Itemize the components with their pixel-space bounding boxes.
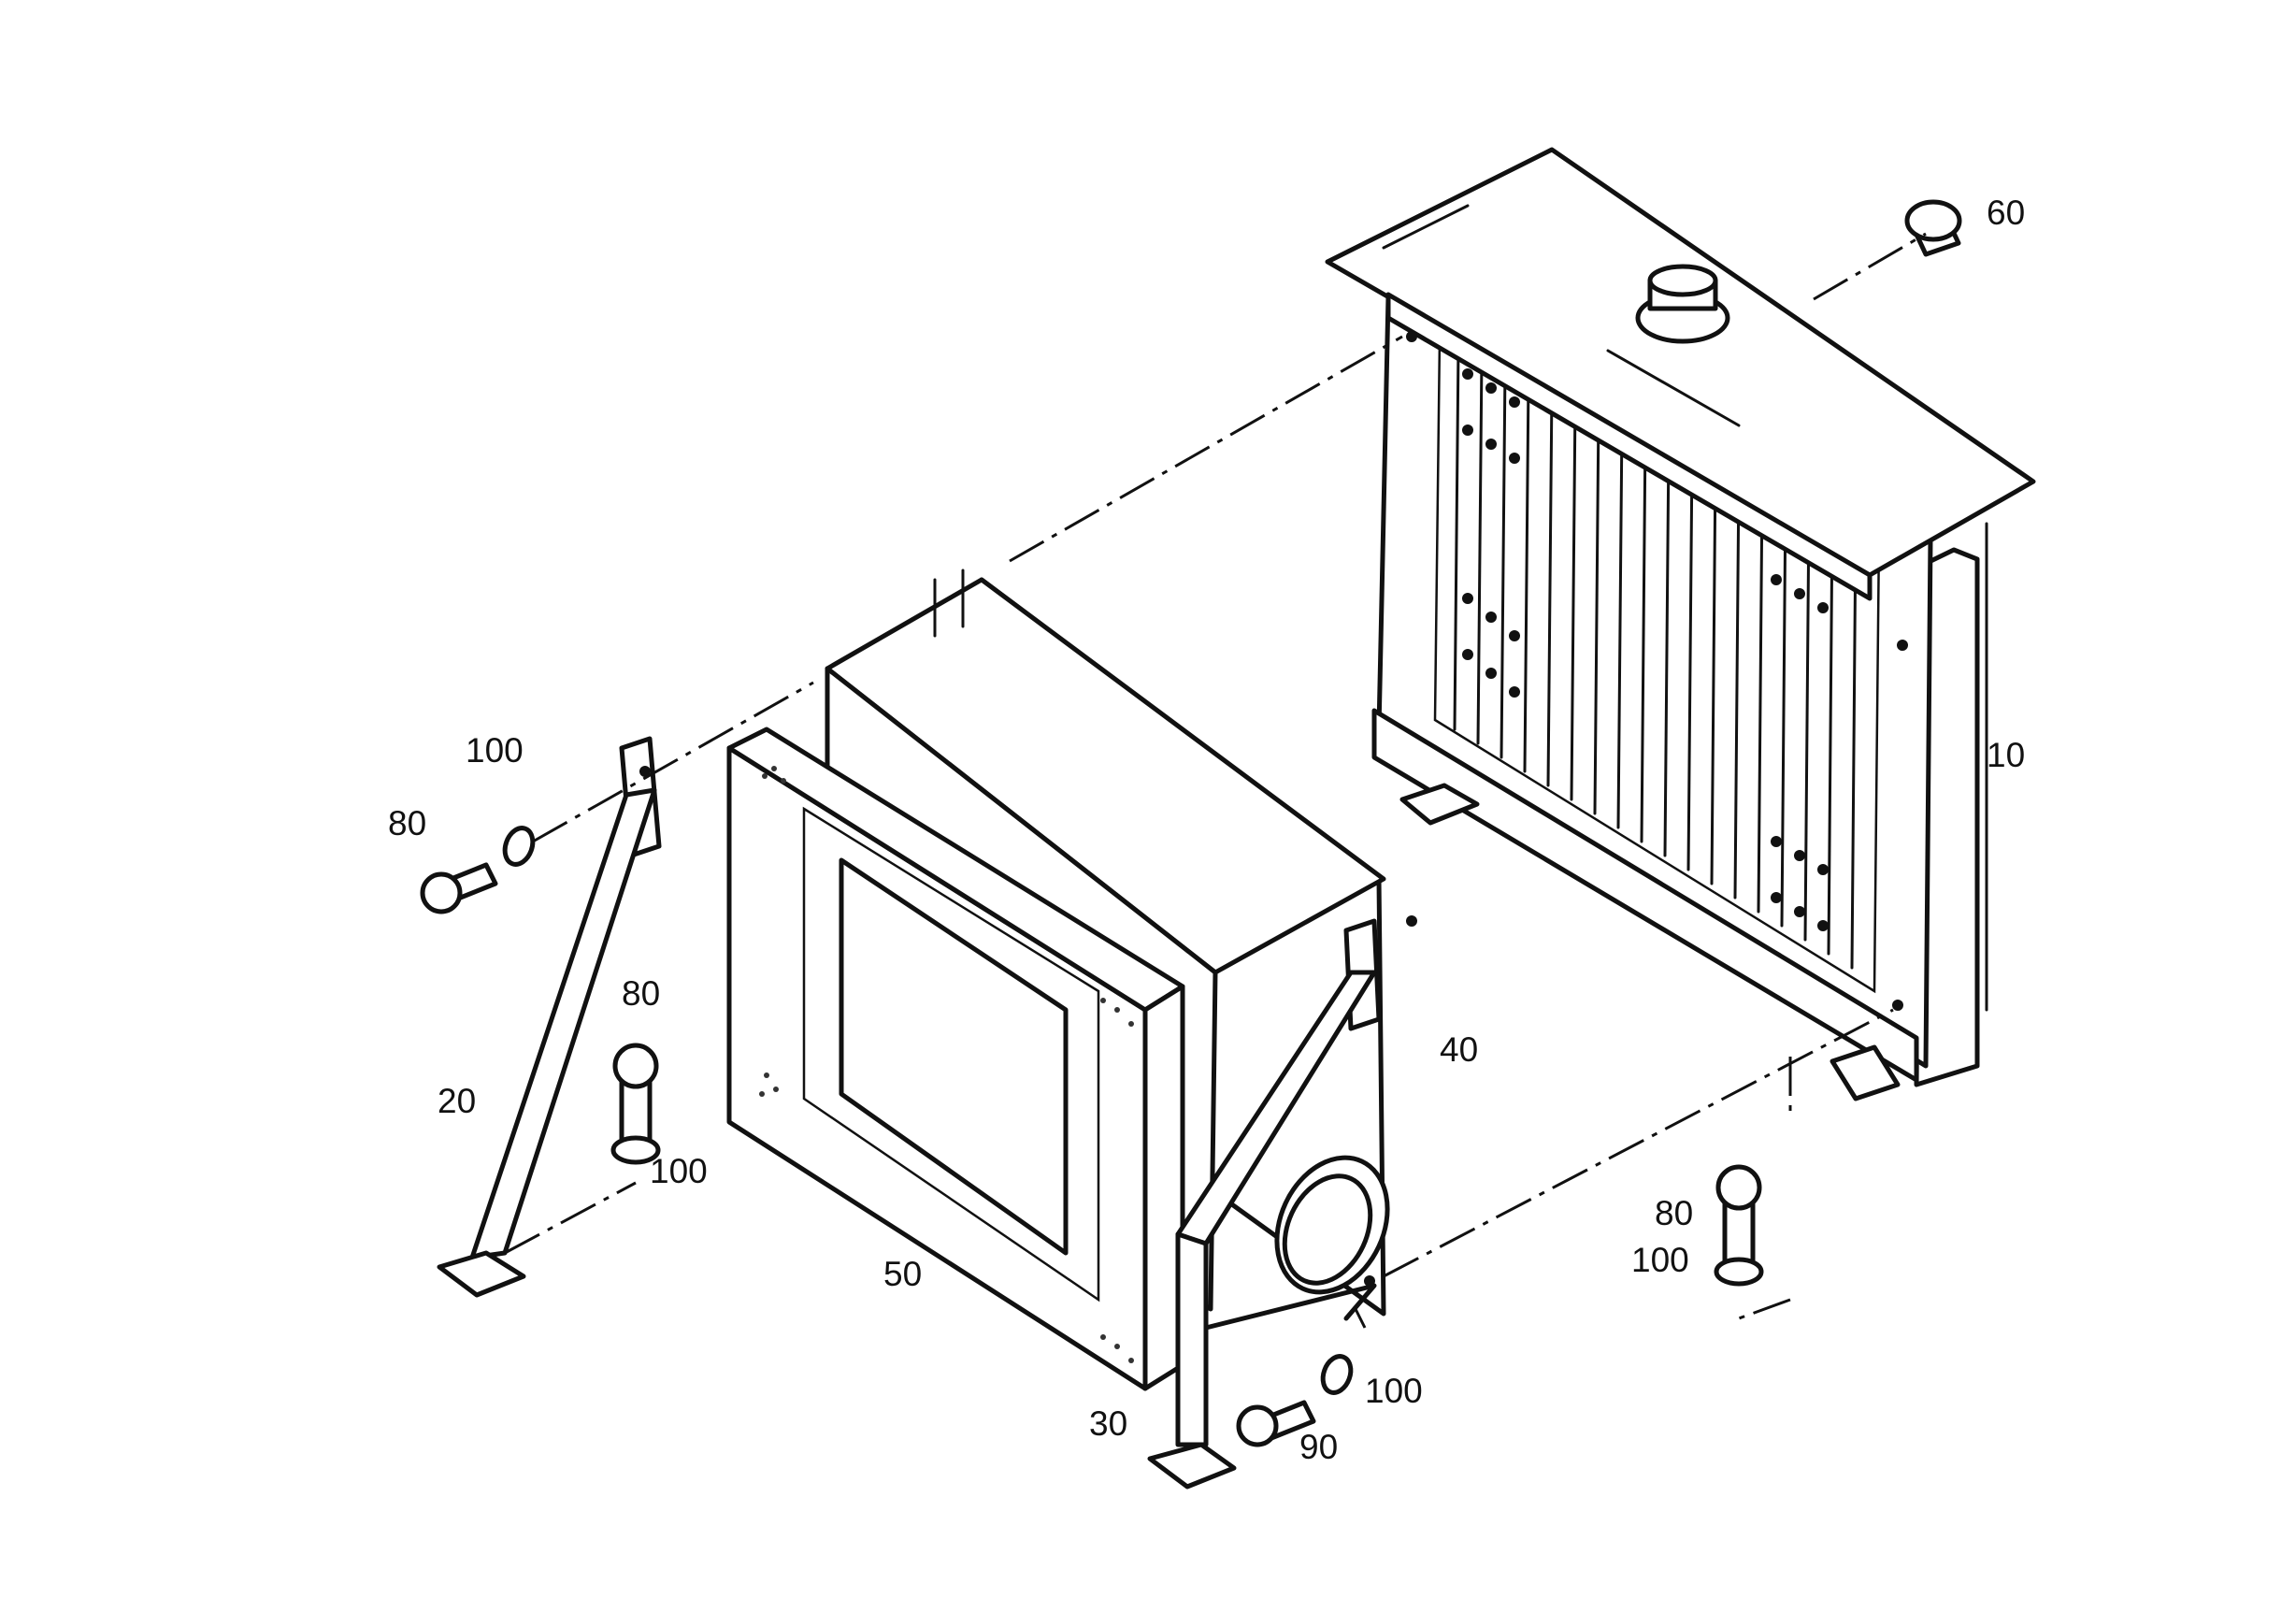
callout-80: 80 [1655,1194,1693,1232]
outlet-pipe [1274,1155,1390,1295]
callout-80: 80 [388,804,426,842]
filler-cap [1635,264,1730,344]
callout-100: 100 [650,1152,708,1190]
callout-labels: 10 20 30 40 50 60 80 80 80 90 100 100 10… [388,194,2025,1466]
callout-100: 100 [1365,1372,1423,1410]
frame-gasket-corners [759,766,1134,1363]
callout-80: 80 [622,974,660,1013]
callout-60: 60 [1987,194,2025,232]
callout-20: 20 [438,1082,476,1120]
callout-90: 90 [1299,1428,1338,1466]
callout-30: 30 [1089,1404,1127,1443]
plug-60 [1904,199,1962,257]
callout-40: 40 [1440,1030,1478,1069]
callout-10: 10 [1987,736,2025,774]
callout-100: 100 [466,731,524,770]
hardware [420,826,1764,1447]
callout-100: 100 [1631,1241,1689,1279]
shroud-frame [726,727,1185,1391]
radiator [1325,147,2036,1101]
callout-50: 50 [883,1255,922,1293]
stay-20 [437,736,662,1298]
stay-30 [1147,918,1382,1490]
assembly-lines [504,232,1927,1329]
